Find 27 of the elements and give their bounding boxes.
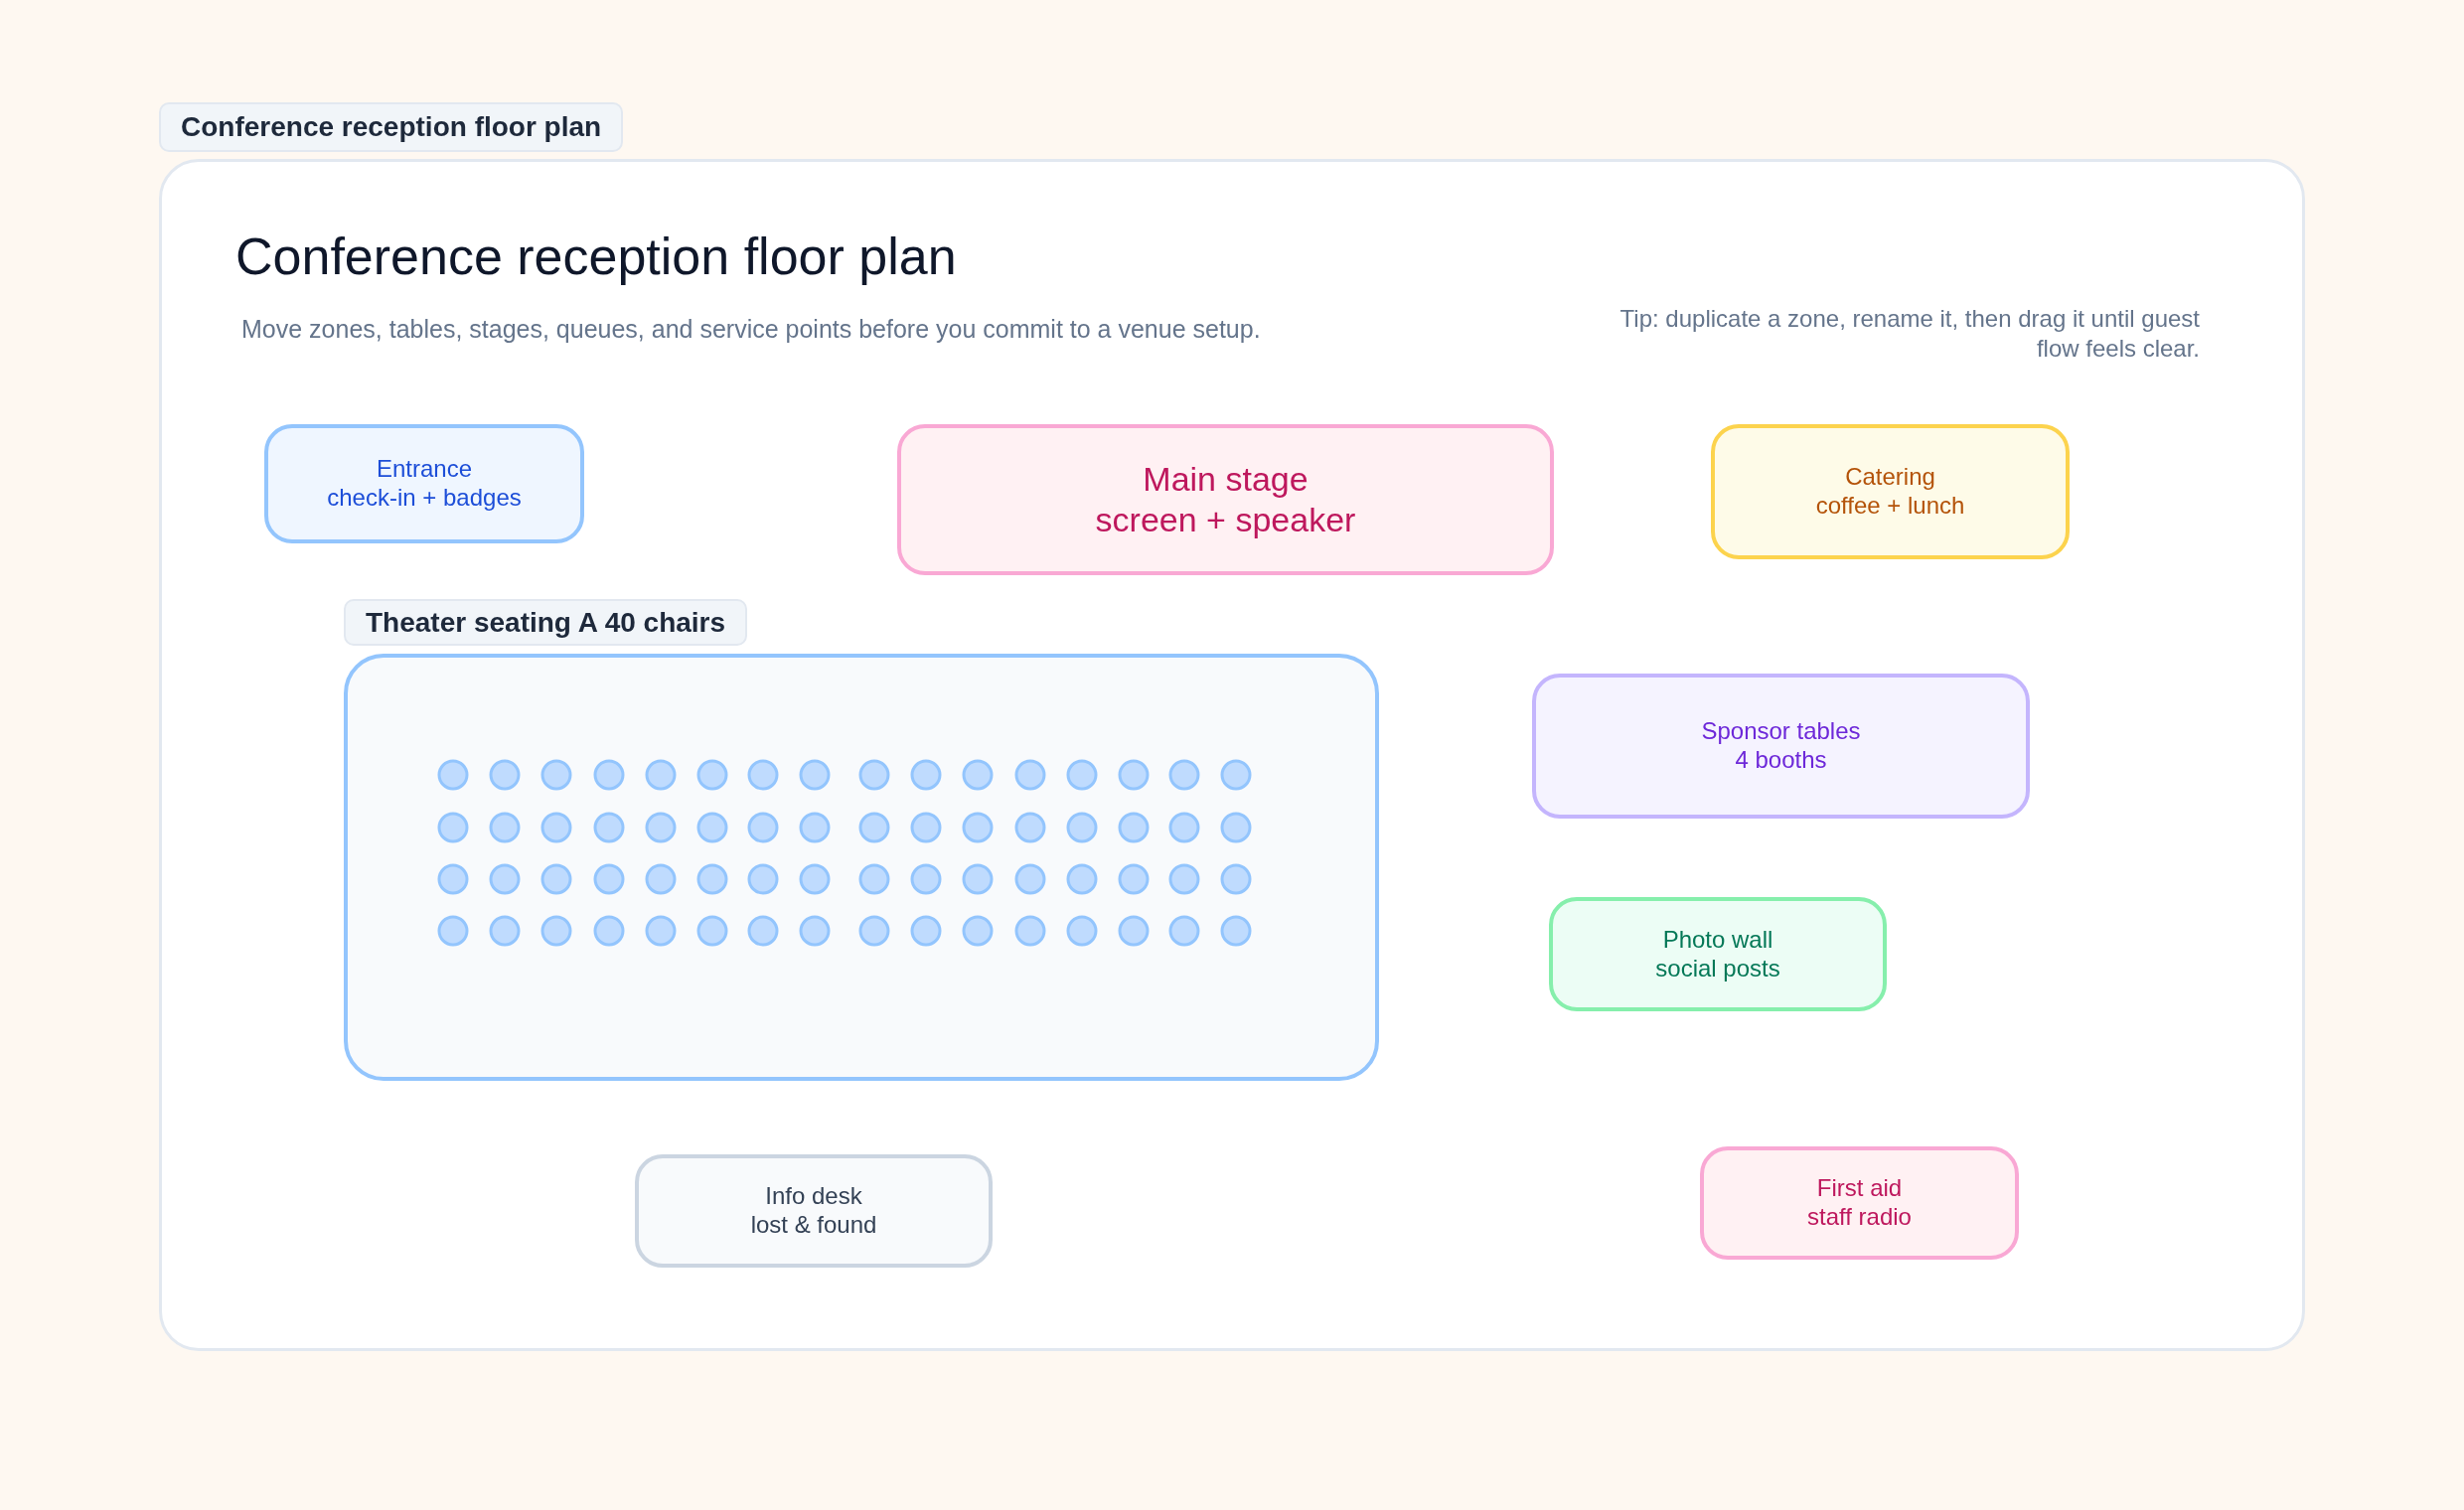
zone-text: Info desk [765, 1182, 862, 1211]
zone-text: Sponsor tables [1701, 717, 1861, 746]
zone-box [897, 424, 1554, 575]
zone-box [635, 1154, 993, 1268]
tip-text: Tip: duplicate a zone, rename it, then drag it until guest flow feels clear. [1618, 304, 2200, 364]
zone-text: 4 booths [1735, 746, 1827, 775]
zone-box [264, 424, 584, 543]
zone-text: First aid [1816, 1174, 1903, 1203]
zone-text: coffee + lunch [1815, 492, 1965, 521]
zone-label: Theater seating A 40 chairs [344, 599, 748, 646]
zone-text: lost & found [750, 1211, 877, 1240]
zone-text: Entrance [376, 455, 473, 484]
zone-text: Catering [1845, 463, 1935, 492]
zone-box [1700, 1146, 2019, 1260]
zone-text: screen + speaker [1095, 500, 1356, 540]
zone-box [1711, 424, 2070, 559]
zone-text: Photo wall [1662, 925, 1773, 955]
page-tab-label: Conference reception floor plan [159, 102, 624, 152]
zone-text: social posts [1655, 954, 1780, 983]
zone-text: check-in + badges [327, 484, 522, 513]
subtitle: Move zones, tables, stages, queues, and service points before you commit to a venue setup. [241, 314, 1261, 345]
floor-plan-card [159, 159, 2305, 1351]
zone-text: Main stage [1143, 459, 1309, 500]
zone-text: staff radio [1807, 1203, 1912, 1232]
zone-box [1549, 897, 1887, 1011]
zone-box [1532, 674, 2030, 819]
title: Conference reception floor plan [235, 226, 957, 287]
